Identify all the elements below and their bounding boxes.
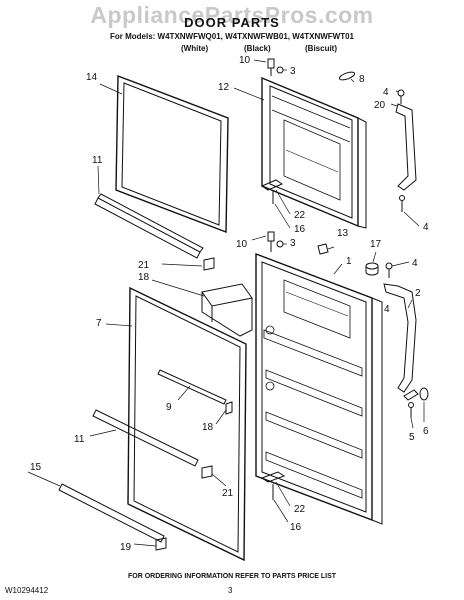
part-18-clip bbox=[225, 401, 233, 415]
callout-1: 1 bbox=[346, 256, 352, 267]
part-8-plug bbox=[338, 71, 356, 81]
callout-3-upper: 3 bbox=[290, 66, 296, 77]
callout-10-upper: 10 bbox=[239, 55, 251, 66]
door-bin bbox=[201, 283, 253, 337]
lower-strip-clip bbox=[201, 465, 213, 479]
freezer-bottom-hinge bbox=[260, 179, 284, 204]
handle-bottom-hardware bbox=[403, 387, 429, 418]
callout-18-upper: 18 bbox=[138, 272, 150, 283]
callout-18-lower: 18 bbox=[202, 422, 214, 433]
callout-22-lower: 22 bbox=[294, 504, 306, 515]
callout-14: 14 bbox=[86, 72, 98, 83]
callout-15: 15 bbox=[30, 462, 42, 473]
callout-9: 9 bbox=[166, 402, 172, 413]
callout-12: 12 bbox=[218, 82, 230, 93]
variant-biscuit: (Biscuit) bbox=[305, 44, 337, 53]
inner-breaker-strip bbox=[157, 369, 227, 405]
lower-breaker-strip bbox=[92, 409, 199, 467]
refrigerator-top-screws bbox=[267, 231, 284, 252]
callout-10-lower: 10 bbox=[236, 239, 248, 250]
part-17-cap bbox=[365, 262, 379, 276]
callout-8: 8 bbox=[359, 74, 365, 85]
callout-5: 5 bbox=[409, 432, 415, 443]
callout-7: 7 bbox=[96, 318, 102, 329]
upper-strip-clip bbox=[203, 257, 215, 271]
callout-4-lower: 4 bbox=[384, 304, 390, 315]
model-list: For Models: W4TXNWFWQ01, W4TXNWFWB01, W4… bbox=[110, 32, 354, 41]
callout-19: 19 bbox=[120, 542, 132, 553]
refrigerator-handle bbox=[383, 283, 417, 393]
freezer-door bbox=[261, 76, 367, 229]
refrigerator-handle-screw bbox=[385, 262, 393, 278]
bottom-breaker-strip bbox=[58, 483, 165, 543]
callout-21-upper: 21 bbox=[138, 260, 150, 271]
callout-3-lower: 3 bbox=[290, 238, 296, 249]
callout-22-upper: 22 bbox=[294, 210, 306, 221]
watermark: AppliancePartsPros.com bbox=[90, 2, 374, 28]
freezer-gasket bbox=[115, 74, 229, 234]
callout-16-upper: 16 bbox=[294, 224, 306, 235]
callout-21-lower: 21 bbox=[222, 488, 234, 499]
freezer-breaker-strip bbox=[94, 193, 204, 259]
callout-11-upper: 11 bbox=[92, 155, 103, 166]
callout-13: 13 bbox=[337, 228, 349, 239]
freezer-handle bbox=[395, 89, 417, 212]
bottom-strip-clip bbox=[155, 537, 167, 551]
callout-labels: 14 11 12 10 3 8 4 20 22 16 4 10 3 13 1 1… bbox=[30, 55, 429, 553]
callout-4-hinge: 4 bbox=[423, 222, 429, 233]
refrigerator-gasket bbox=[127, 286, 247, 562]
document-number: W10294412 bbox=[5, 586, 49, 595]
callout-20: 20 bbox=[374, 100, 386, 111]
callout-6: 6 bbox=[423, 426, 429, 437]
page-title: DOOR PARTS bbox=[184, 15, 280, 30]
callout-4-handle: 4 bbox=[412, 258, 418, 269]
callout-2: 2 bbox=[415, 288, 421, 299]
part-13-clip bbox=[317, 243, 329, 255]
leader-lines bbox=[27, 59, 425, 547]
callout-4-upper: 4 bbox=[383, 87, 389, 98]
variant-black: (Black) bbox=[244, 44, 271, 53]
freezer-top-screws bbox=[267, 58, 284, 76]
page-number: 3 bbox=[228, 586, 233, 595]
refrigerator-door bbox=[255, 252, 383, 525]
ordering-note: FOR ORDERING INFORMATION REFER TO PARTS … bbox=[127, 573, 337, 580]
callout-17: 17 bbox=[370, 239, 382, 250]
callout-11-lower: 11 bbox=[74, 434, 85, 445]
variant-white: (White) bbox=[181, 44, 209, 53]
refrigerator-bottom-hinge bbox=[260, 471, 286, 500]
callout-16-lower: 16 bbox=[290, 522, 302, 533]
